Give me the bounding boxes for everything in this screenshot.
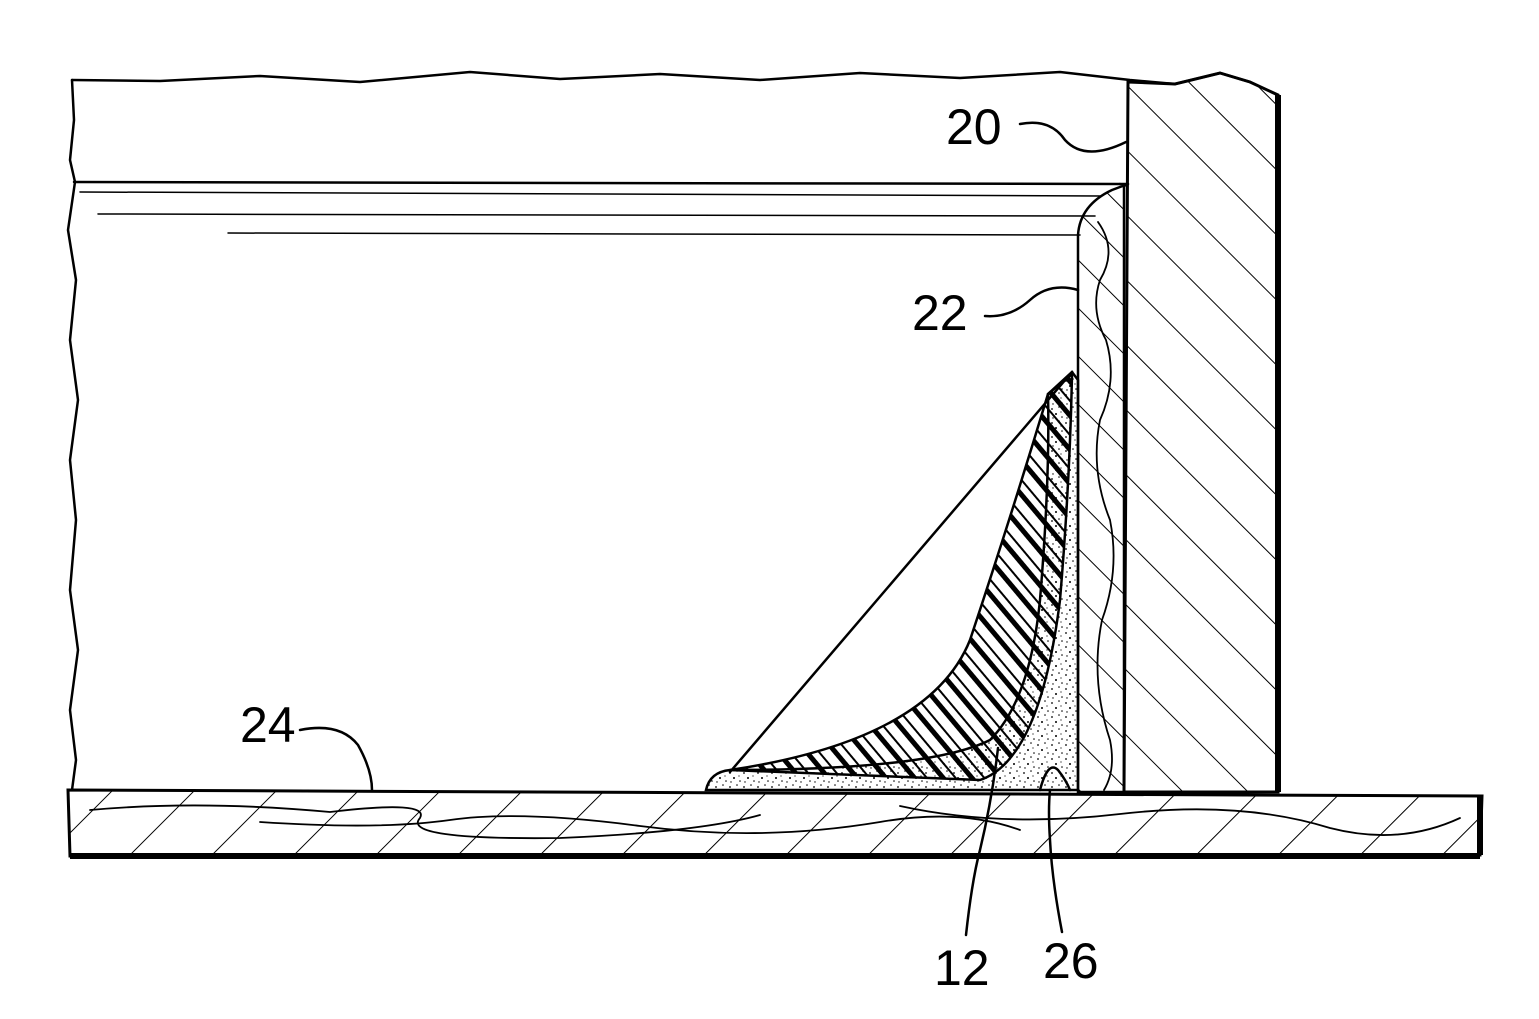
moulding-line-1 — [74, 182, 1120, 184]
wall-top-break-line — [72, 72, 1250, 84]
label-joint-gap: 26 — [1043, 933, 1099, 989]
label-wall: 20 — [946, 99, 1002, 155]
label-sealant-bead: 12 — [934, 940, 990, 996]
wall-section — [1124, 73, 1278, 792]
leader-22 — [985, 288, 1078, 317]
leader-24 — [300, 728, 372, 790]
moulding-line-4 — [228, 233, 1080, 235]
left-break-line — [68, 80, 78, 790]
leader-20 — [1020, 123, 1126, 152]
label-upper-layer: 22 — [912, 285, 968, 341]
moulding-line-2 — [80, 192, 1100, 196]
label-floor-panel: 24 — [240, 697, 296, 753]
moulding-line-3 — [98, 214, 1095, 216]
